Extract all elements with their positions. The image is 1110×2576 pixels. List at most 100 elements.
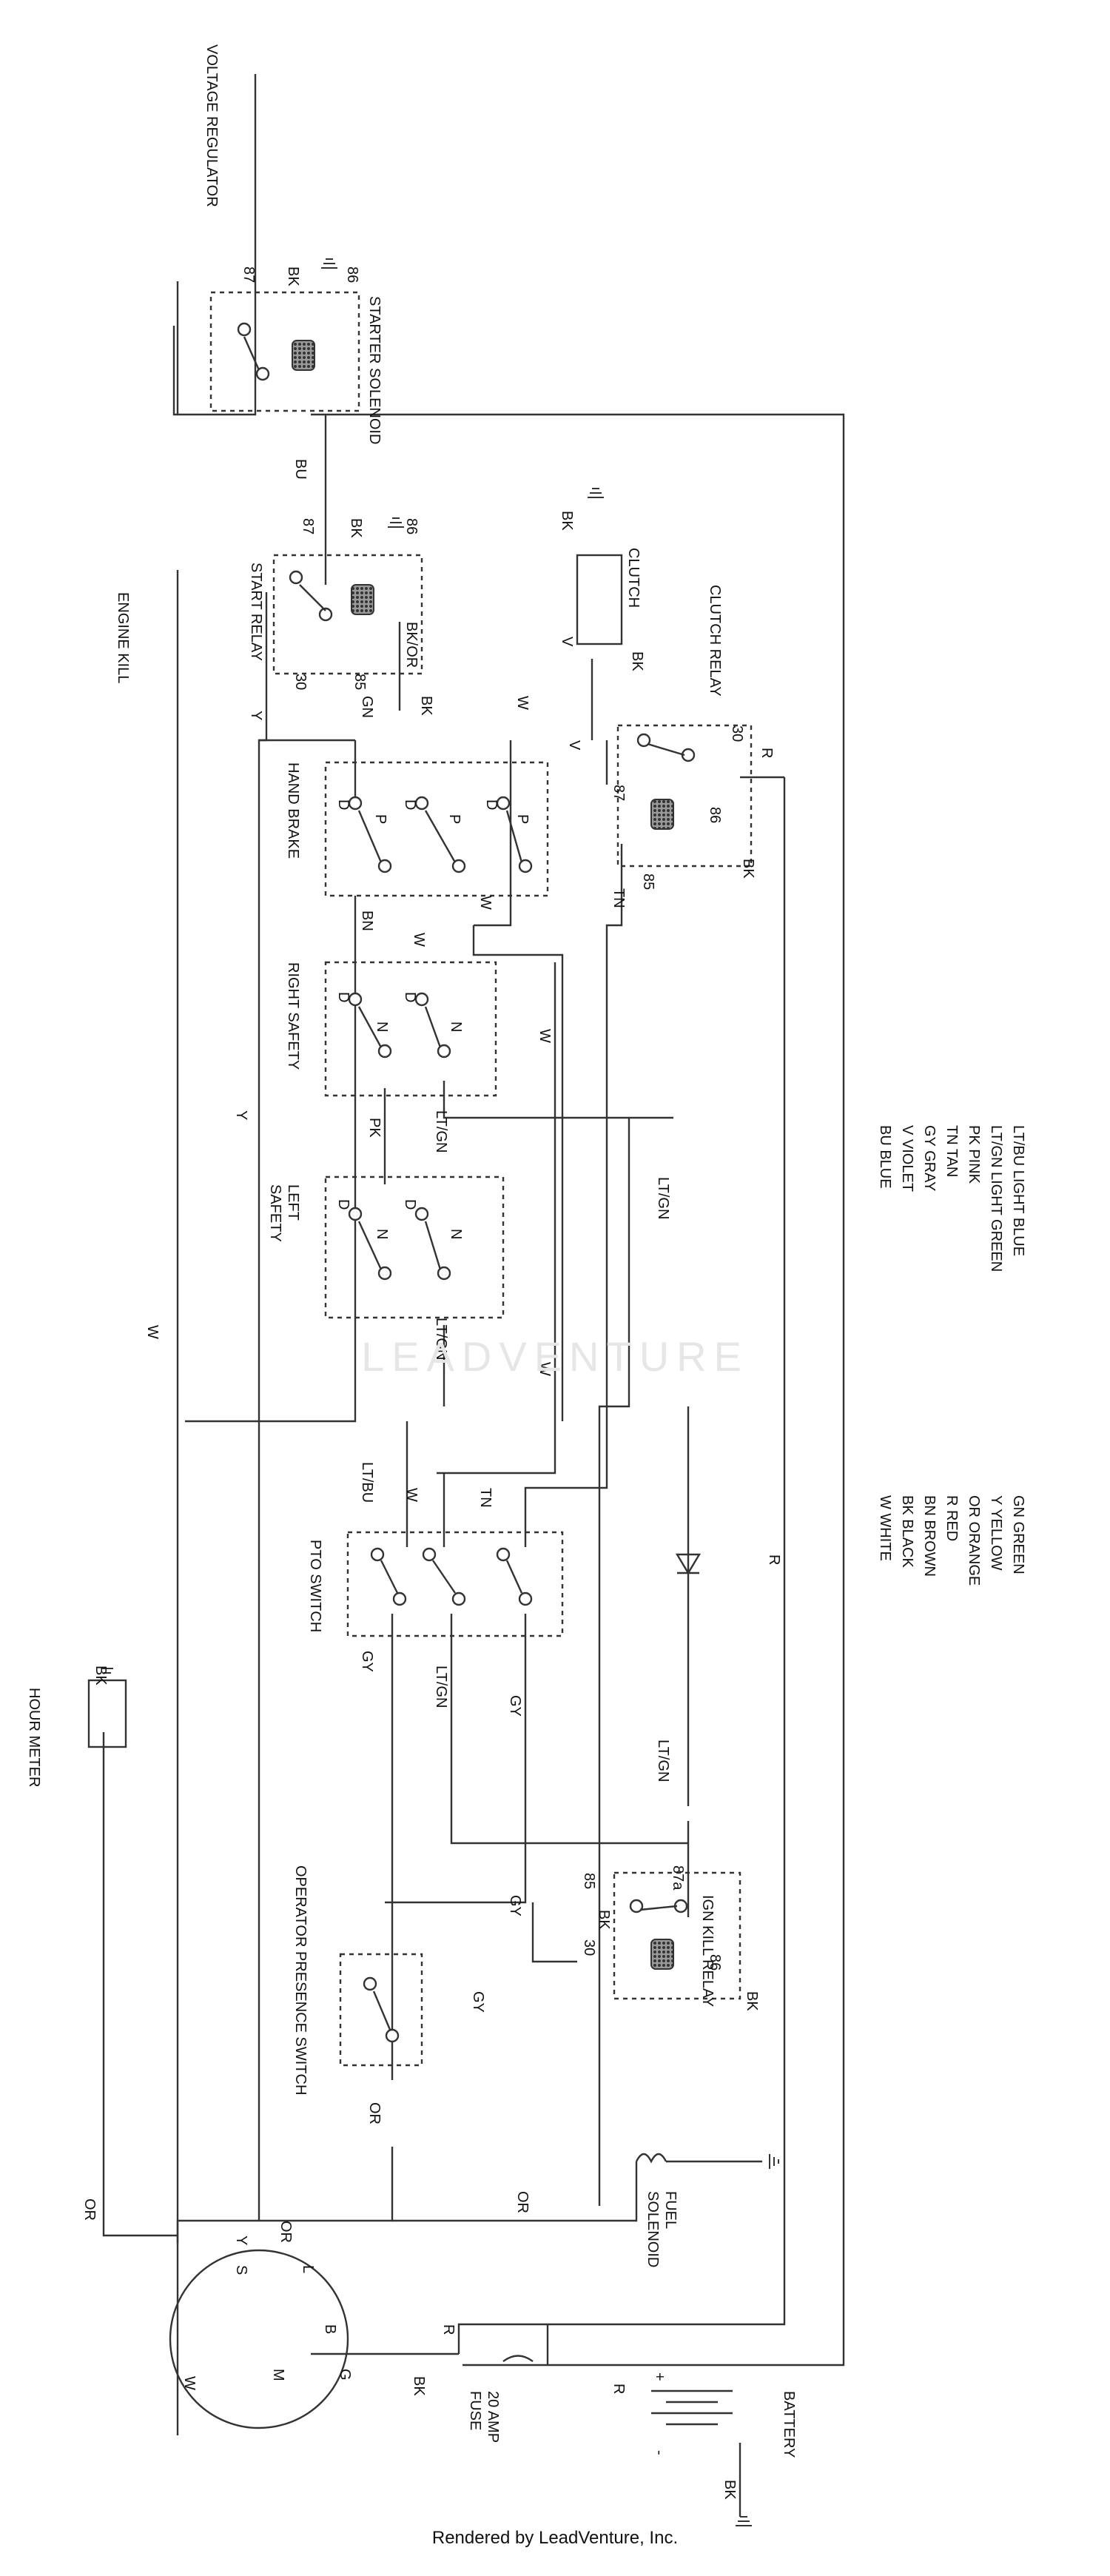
terminal-label: 86 [403, 518, 420, 534]
wire-code: OR [81, 2198, 98, 2221]
terminal-letter: D [483, 799, 500, 810]
terminal-letter: N [448, 1022, 464, 1032]
contact [289, 570, 303, 585]
terminal-letter: D [402, 1199, 418, 1210]
contact [518, 859, 533, 873]
contact [496, 1547, 511, 1562]
wire-code: R [610, 2384, 627, 2394]
terminal-label: 85 [352, 674, 368, 690]
terminal-label: 87 [610, 785, 627, 801]
wire-or-fuel [392, 2161, 638, 2222]
contact [318, 607, 333, 622]
relay-coils [292, 340, 674, 1970]
fuse-symbol [502, 2355, 534, 2362]
wire-code: TN [477, 1488, 494, 1508]
pto-switch-box [346, 1531, 564, 1637]
contact [385, 2028, 400, 2043]
legend-item: BK BLACK [899, 1495, 915, 1568]
terminal-letter: B [322, 2324, 338, 2334]
label-fuel-solenoid: FUEL SOLENOID [645, 2191, 679, 2267]
wire-code: BK [722, 2480, 738, 2500]
legend-item: TN TAN [944, 1125, 960, 1177]
wire-code: OR [366, 2102, 383, 2124]
wire-code: W [144, 1325, 161, 1339]
terminal-label: 86 [707, 1954, 723, 1970]
ign-kill-relay-box [613, 1871, 741, 2000]
wire-code: W [181, 2376, 198, 2390]
wire-code: PK [366, 1118, 383, 1138]
wire-code: TN [610, 888, 627, 908]
wire-w-hb [474, 740, 512, 927]
component-boxes [209, 291, 753, 2067]
wire-code: BN [359, 910, 375, 931]
label-fuse-l2: FUSE [467, 2391, 483, 2430]
wire-code: LT/GN [433, 1666, 449, 1708]
terminal-letter: G [337, 2369, 353, 2381]
wire-ltgn-rs [443, 1081, 673, 1119]
wire-code: BK [411, 2376, 427, 2396]
switch-arms [243, 336, 685, 2030]
wire-code: GN [359, 696, 375, 718]
label-clutch: CLUTCH [625, 548, 642, 608]
terminal-letter: Y [233, 2235, 249, 2245]
wire-code: LT/GN [433, 1318, 449, 1360]
legend-item: V VIOLET [899, 1125, 915, 1192]
wire-w-hb-bottom [472, 925, 564, 1421]
contact [422, 1547, 437, 1562]
wire-or-top [176, 2147, 394, 2243]
contact [237, 322, 252, 337]
wire-code: BK [92, 1666, 109, 1686]
terminal-label: 86 [707, 807, 723, 823]
wire-code: V [559, 637, 575, 647]
wire-regulator [172, 74, 257, 416]
terminal-letter: D [335, 799, 352, 810]
wire-code: LT/BU [359, 1462, 375, 1503]
legend-item: GY GRAY [921, 1125, 938, 1191]
legend-item: LT/GN LIGHT GREEN [988, 1125, 1004, 1272]
terminal-letter: P [514, 814, 531, 824]
label-fuel-solenoid-l2: SOLENOID [645, 2191, 661, 2267]
wire-code: R [440, 2324, 457, 2335]
wire-code: GY [359, 1651, 375, 1672]
terminal-label: 87a [670, 1865, 686, 1891]
clutch-device [576, 554, 623, 645]
switch-contacts [237, 322, 696, 2043]
terminal-letter: L [300, 2265, 316, 2273]
label-left-safety: LEFT SAFETY [267, 1184, 301, 1242]
fuel-solenoid-coil [635, 2153, 667, 2164]
terminal-label: 86 [344, 266, 360, 283]
legend-item: PK PINK [966, 1125, 982, 1184]
wire-code: BK [740, 859, 756, 879]
wire-code: BK [285, 266, 301, 286]
devices [87, 554, 733, 2429]
contact [451, 1591, 466, 1606]
label-fuel-solenoid-l1: FUEL [662, 2191, 679, 2229]
wire-code: V [566, 740, 582, 751]
legend-item: BN BROWN [921, 1495, 938, 1577]
contact [370, 1547, 385, 1562]
footer-credit: Rendered by LeadVenture, Inc. [431, 2528, 679, 2548]
terminal-letter: N [374, 1022, 390, 1032]
terminal-letter: P [446, 814, 462, 824]
terminal-label: 30 [292, 674, 309, 690]
wire-ltgn-pto [450, 1614, 688, 1845]
terminal-letter: P [372, 814, 388, 824]
label-hour-meter: HOUR METER [26, 1688, 42, 1787]
contact [437, 1266, 451, 1281]
contact [451, 859, 466, 873]
right-safety-box [324, 961, 497, 1097]
wire-code: W [411, 933, 427, 947]
wire-code: Y [233, 1110, 249, 1120]
operator-presence-box [339, 1953, 423, 2067]
label-fuse: 20 AMP FUSE [467, 2391, 501, 2446]
wire-code: BU [292, 459, 309, 480]
legend-item: OR ORANGE [966, 1495, 982, 1586]
contact [496, 796, 511, 811]
label-left-safety-l2: SAFETY [267, 1184, 283, 1242]
coil [351, 584, 374, 615]
label-right-safety: RIGHT SAFETY [285, 962, 301, 1070]
wire-y [258, 592, 268, 2221]
legend-item: Y YELLOW [988, 1495, 1004, 1571]
terminal-letter: D [335, 992, 352, 1002]
